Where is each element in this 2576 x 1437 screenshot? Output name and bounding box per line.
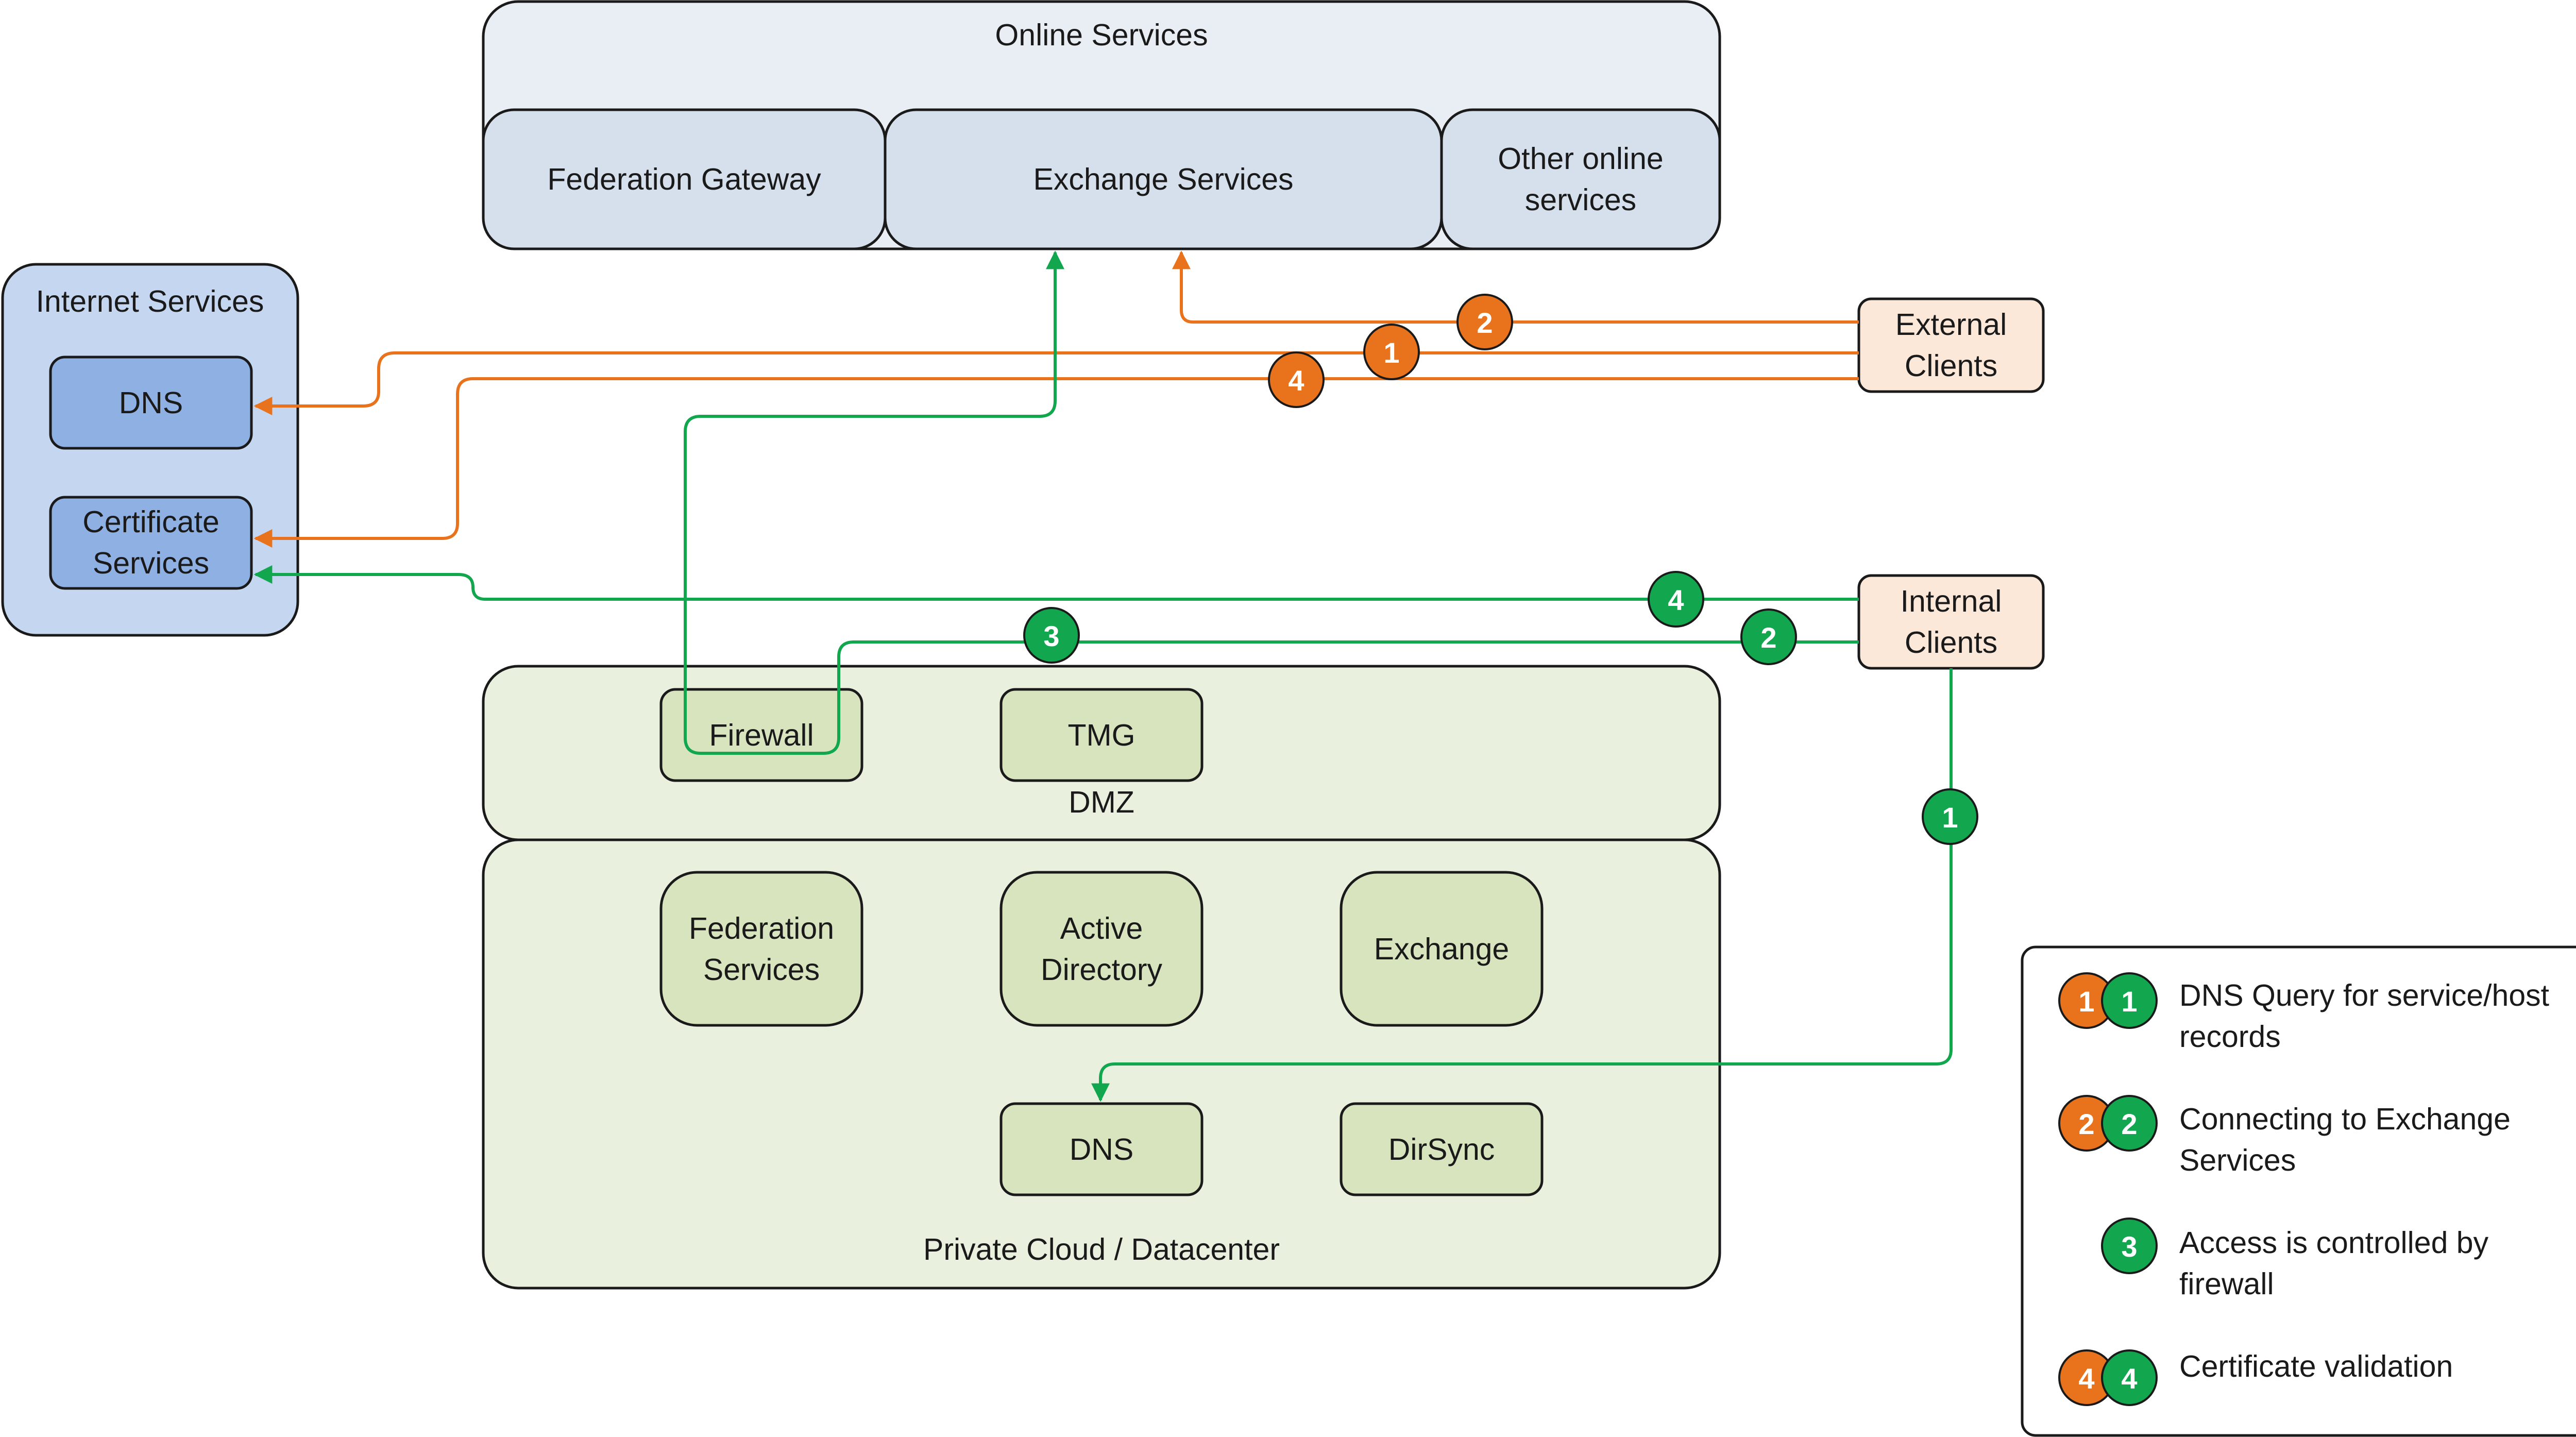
legend-badge-green-4: 4 [2121,1362,2137,1395]
certificate-services-label-line2: Services [93,546,209,580]
internal-clients-label-line2: Clients [1905,625,1997,660]
legend-badge-green-3: 3 [2121,1230,2137,1263]
external-clients-label-line1: External [1895,308,2007,342]
exchange-services-label: Exchange Services [1033,162,1293,196]
active-directory-label-line1: Active [1060,911,1143,945]
internet-services-group: Internet Services DNS Certificate Servic… [1,263,299,637]
badge-internal-certificate-number: 4 [1668,584,1684,616]
private-cloud-label: Private Cloud / Datacenter [923,1232,1280,1266]
internet-services-title: Internet Services [36,284,264,318]
external-flows [253,250,1859,548]
badge-external-certificate: 4 [1268,351,1325,408]
private-dns-box: DNS [999,1102,1204,1196]
dmz-group: DMZ Firewall TMG [482,665,1721,841]
flow-external-to-exchange [1172,250,1859,324]
legend-badge-orange-1: 1 [2078,985,2094,1018]
active-directory-label-line2: Directory [1041,953,1163,987]
exchange-services-box: Exchange Services [884,108,1443,250]
legend-item-dns-query: 1 1 DNS Query for service/host records [2058,972,2549,1054]
external-clients-label-line2: Clients [1905,349,1997,383]
external-clients-box: External Clients [1857,297,2045,393]
legend-text-connecting-line2: Services [2179,1143,2296,1177]
other-online-services-label-line2: services [1525,183,1636,217]
online-services-title: Online Services [995,18,1208,52]
badge-firewall: 3 [1023,607,1080,664]
firewall-label: Firewall [709,718,814,752]
legend-item-connecting-exchange: 2 2 Connecting to Exchange Services [2058,1095,2511,1177]
legend-badge-green-2: 2 [2121,1108,2137,1140]
flow-external-to-dns [253,351,1859,415]
badge-internal-dns: 1 [1922,788,1978,845]
federation-gateway-label: Federation Gateway [547,162,821,196]
federation-gateway-box: Federation Gateway [482,108,887,250]
internal-clients-label-line1: Internal [1901,584,2002,618]
exchange-label: Exchange [1374,932,1509,966]
internal-flows [253,250,1953,1102]
tmg-label: TMG [1067,718,1135,752]
badge-firewall-number: 3 [1043,620,1059,652]
badge-internal-certificate: 4 [1648,571,1704,628]
legend-text-certificate-line1: Certificate validation [2179,1349,2453,1383]
online-services-group: Online Services Federation Gateway Excha… [482,0,1721,250]
legend-text-firewall-line2: firewall [2179,1267,2274,1301]
flow-internal-through-firewall [684,250,1859,755]
badge-external-exchange: 2 [1456,294,1513,350]
other-online-services-label-line1: Other online [1498,142,1663,176]
internet-dns-box: DNS [49,356,253,450]
badge-internal-dns-number: 1 [1942,801,1958,834]
firewall-box: Firewall [659,688,863,782]
certificate-services-box: Certificate Services [49,496,253,590]
badge-internal-exchange-number: 2 [1760,621,1776,654]
internet-dns-label: DNS [119,386,183,420]
federation-services-label-line1: Federation [689,911,834,945]
flow-internal-to-certificate [253,565,1859,601]
exchange-box: Exchange [1340,871,1544,1027]
legend-badge-orange-2: 2 [2078,1108,2094,1140]
legend-item-firewall-access: 3 Access is controlled by firewall [2101,1218,2489,1301]
legend-text-dns-query-line2: records [2179,1020,2281,1054]
legend-text-dns-query-line1: DNS Query for service/host [2179,978,2549,1012]
badge-external-dns: 1 [1363,324,1420,380]
other-online-services-box: Other online services [1440,108,1721,250]
flow-external-to-certificate [253,377,1859,548]
federation-services-box: Federation Services [659,871,863,1027]
certificate-services-label-line1: Certificate [82,505,219,539]
legend-item-certificate-validation: 4 4 Certificate validation [2058,1349,2453,1406]
federation-services-label-line2: Services [703,953,820,987]
badge-external-dns-number: 1 [1383,336,1399,369]
badge-external-certificate-number: 4 [1288,364,1304,397]
active-directory-box: Active Directory [999,871,1204,1027]
flow-badges: 2 1 4 4 2 3 1 [1023,294,1978,845]
legend: 1 1 DNS Query for service/host records 2… [2021,945,2576,1437]
flow-internal-to-private-dns [1091,668,1953,1102]
badge-external-exchange-number: 2 [1477,307,1493,339]
internal-clients-box: Internal Clients [1857,574,2045,670]
private-cloud-group: Private Cloud / Datacenter Federation Se… [482,838,1721,1290]
dirsync-label: DirSync [1388,1132,1495,1166]
private-dns-label: DNS [1070,1132,1134,1166]
legend-badge-green-1: 1 [2121,985,2137,1018]
legend-text-connecting-line1: Connecting to Exchange [2179,1102,2511,1136]
badge-internal-exchange: 2 [1740,608,1797,665]
legend-badge-orange-4: 4 [2078,1362,2094,1395]
legend-text-firewall-line1: Access is controlled by [2179,1226,2489,1260]
dmz-label: DMZ [1069,785,1134,819]
tmg-box: TMG [999,688,1204,782]
dirsync-box: DirSync [1340,1102,1544,1196]
